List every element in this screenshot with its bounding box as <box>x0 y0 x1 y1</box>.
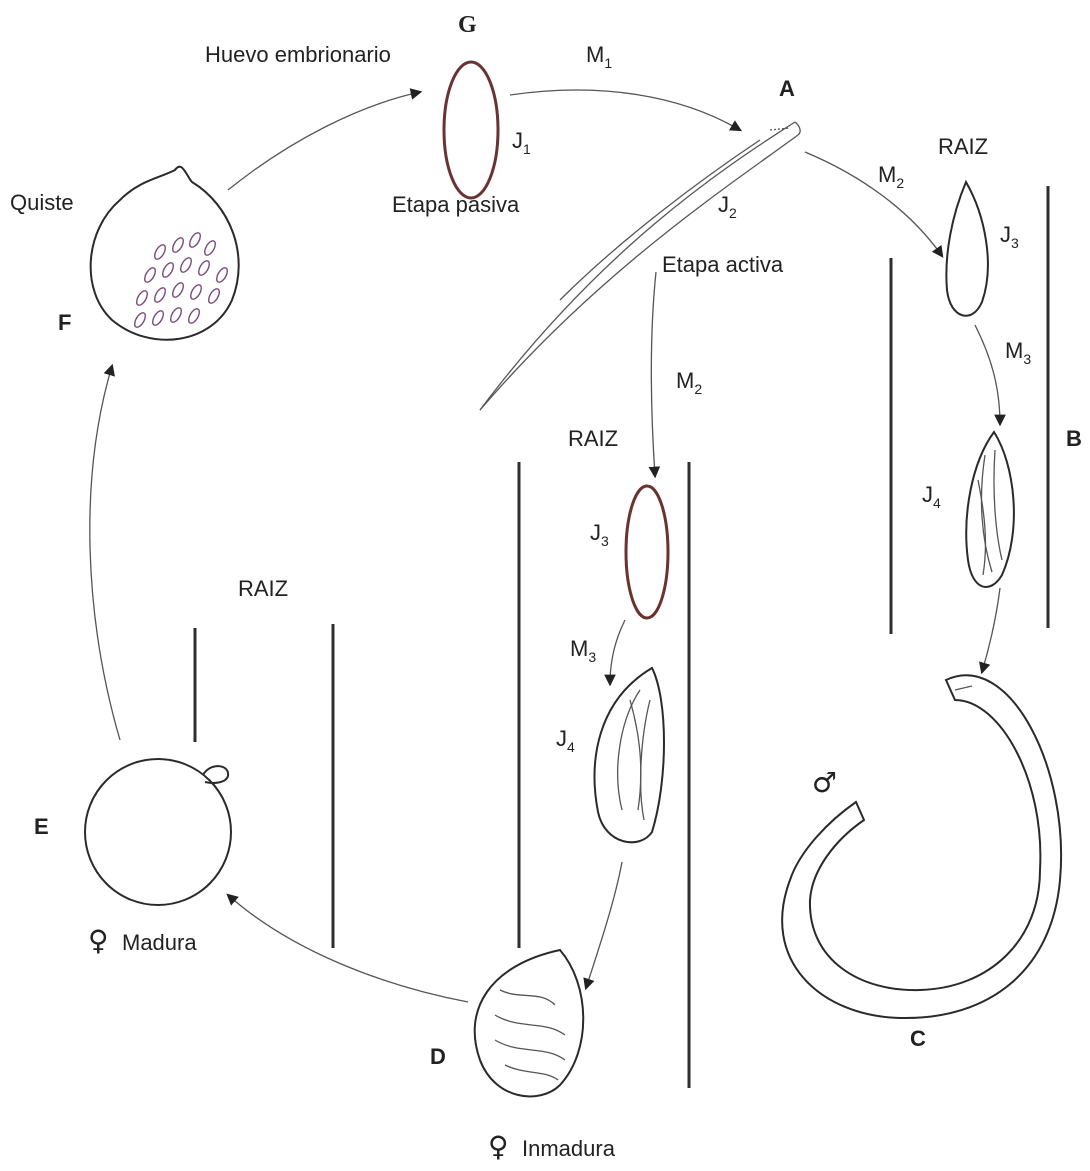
j3-juvenile-middle <box>626 486 668 618</box>
arrow-a-to-j3-middle <box>651 272 656 476</box>
label-quiste: Quiste <box>10 190 74 215</box>
arrow-j4-to-male <box>982 588 1000 672</box>
label-madura: Madura <box>122 930 197 955</box>
juvenile-j1: J1 <box>512 128 531 157</box>
stage-letter-c: C <box>910 1026 926 1051</box>
male-symbol: ♂ <box>812 766 837 799</box>
arrow-j3-to-j4-middle <box>610 620 625 684</box>
juvenile-j4-middle: J4 <box>556 726 575 755</box>
arrow-d-to-e <box>228 895 468 1002</box>
stage-letter-g: G <box>458 12 477 38</box>
stage-letter-a: A <box>779 76 795 101</box>
arrow-j3-to-j4-right <box>975 325 1000 424</box>
arrow-j4-to-d <box>586 862 622 988</box>
embryonated-egg-g <box>444 62 498 198</box>
label-raiz-left: RAIZ <box>238 576 288 601</box>
j4-juvenile-middle <box>595 668 664 842</box>
stage-letter-e: E <box>34 814 49 839</box>
molt-m3-middle: M3 <box>570 636 596 665</box>
arrow-a-to-j3-right <box>805 152 942 256</box>
female-symbol-inmadura: ♀ <box>488 1130 509 1163</box>
arrow-g-to-a <box>510 90 740 130</box>
label-huevo-embrionario: Huevo embrionario <box>205 42 391 67</box>
stage-letter-f: F <box>58 310 71 335</box>
j4-juvenile-right <box>966 432 1014 587</box>
label-raiz-right: RAIZ <box>938 134 988 159</box>
label-etapa-activa: Etapa activa <box>662 252 784 277</box>
molt-m2-middle: M2 <box>676 368 702 397</box>
j3-juvenile-right <box>946 182 988 316</box>
molt-m2-right: M2 <box>878 162 904 191</box>
female-symbol-madura: ♀ <box>88 924 109 957</box>
arrow-f-to-g <box>228 92 420 190</box>
stage-letter-b: B <box>1066 426 1082 451</box>
stage-letter-d: D <box>430 1044 446 1069</box>
cyst-eggs <box>133 231 230 329</box>
label-raiz-middle: RAIZ <box>568 426 618 451</box>
arrow-e-to-f <box>90 366 120 740</box>
molt-m1: M1 <box>586 42 612 71</box>
immature-female-d <box>475 950 584 1096</box>
label-inmadura: Inmadura <box>522 1136 616 1161</box>
juvenile-j3-right: J3 <box>1000 222 1019 251</box>
juvenile-j2: J2 <box>718 192 737 221</box>
molt-m3-right: M3 <box>1005 338 1031 367</box>
juvenile-j3-middle: J3 <box>590 520 609 549</box>
juvenile-j4-right: J4 <box>922 482 941 511</box>
male-adult-c <box>782 675 1061 1018</box>
mature-female-e <box>85 759 231 905</box>
label-etapa-pasiva: Etapa pasiva <box>392 192 520 217</box>
cyst-f <box>91 167 239 340</box>
